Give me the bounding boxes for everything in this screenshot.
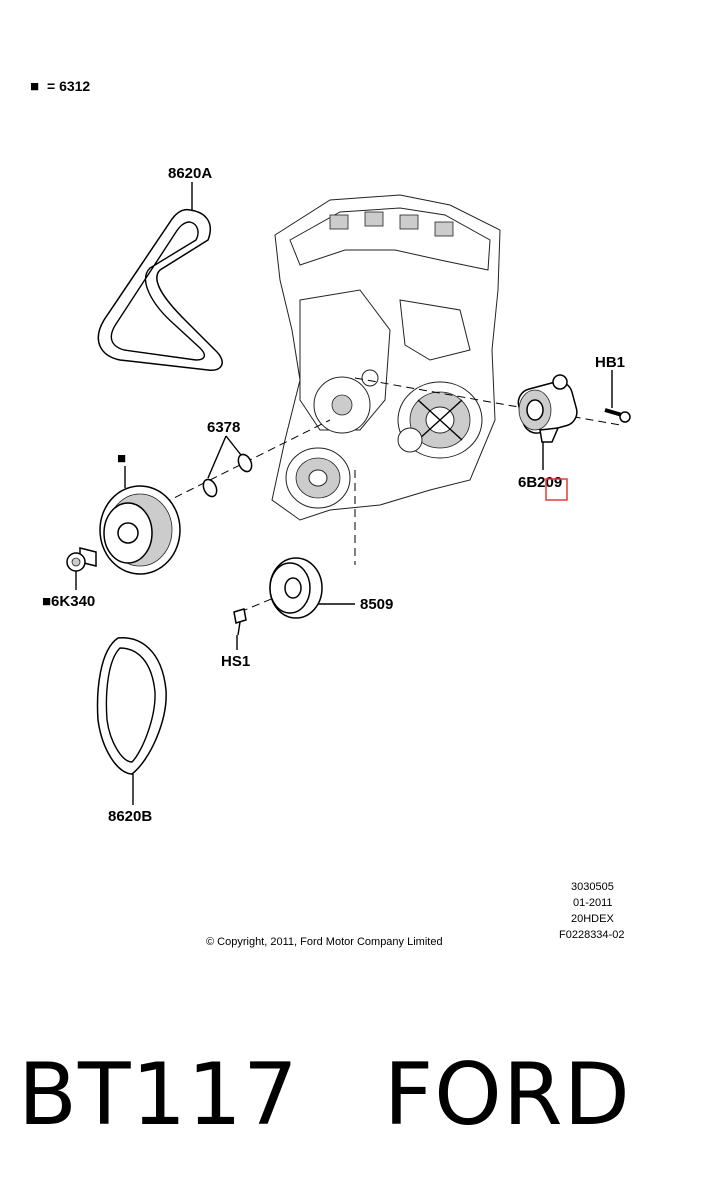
pulley-8509[interactable]: [269, 557, 323, 619]
crank-bolt-6k340[interactable]: [66, 547, 97, 572]
belt-8620a[interactable]: [97, 208, 223, 371]
info-line-1: 3030505: [571, 881, 614, 893]
ac-compressor: [285, 447, 351, 509]
parts-diagram: ■ = 6312 8620A: [30, 78, 631, 948]
copyright: © Copyright, 2011, Ford Motor Company Li…: [206, 936, 443, 948]
label-6b209: 6B209: [518, 474, 562, 491]
crankshaft-pulley[interactable]: [99, 485, 181, 575]
bolt-hs1[interactable]: [233, 608, 247, 636]
info-line-3: 20HDEX: [571, 913, 614, 925]
label-8509: 8509: [360, 596, 393, 613]
info-line-2: 01-2011: [573, 897, 613, 909]
label-hb1: HB1: [595, 354, 625, 371]
crank-square-marker: ■: [117, 450, 126, 467]
label-hs1: HS1: [221, 653, 250, 670]
belt-8620b[interactable]: [96, 637, 167, 775]
bolt-hb1[interactable]: [604, 408, 631, 423]
info-line-4: F0228334-02: [559, 929, 624, 941]
engine-block: [271, 194, 501, 521]
legend-text: = 6312: [47, 78, 90, 94]
tensioner-6b209[interactable]: [515, 374, 580, 443]
legend-marker: ■: [30, 78, 39, 95]
label-8620b: 8620B: [108, 808, 152, 825]
label-6378: 6378: [207, 419, 240, 436]
label-6k340: ■6K340: [42, 593, 95, 610]
highlight-box: [545, 478, 568, 501]
footer-title: BT117 FORD: [18, 1045, 631, 1145]
label-8620a: 8620A: [168, 165, 212, 182]
